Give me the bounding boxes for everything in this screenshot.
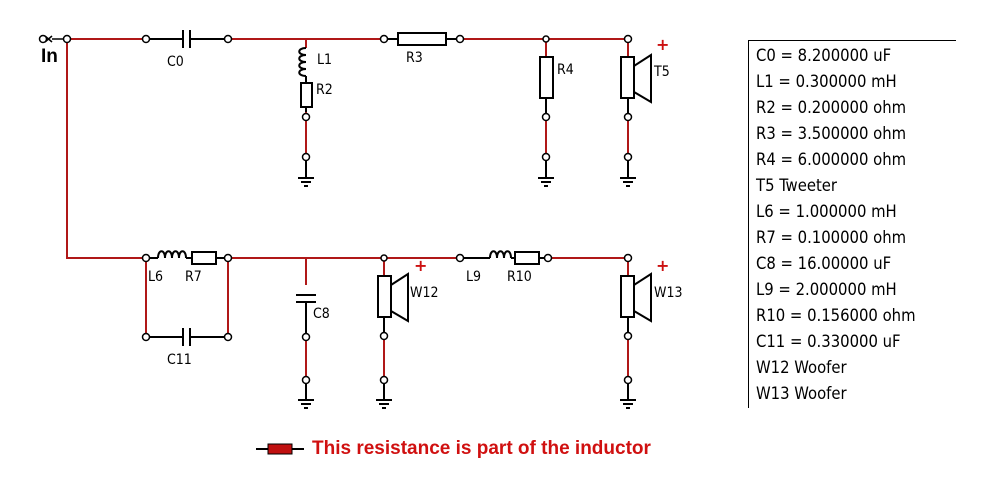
polarity-plus-w12: + <box>414 256 427 275</box>
label-w12: W12 <box>410 285 438 301</box>
label-w13: W13 <box>654 285 682 301</box>
label-l6: L6 <box>148 269 163 285</box>
ground-symbol <box>620 384 636 409</box>
component-value-line: C8 = 16.00000 uF <box>756 254 892 273</box>
inductor-l6: L6 <box>141 250 187 285</box>
label-l9: L9 <box>466 269 481 285</box>
input-terminal: In <box>38 34 72 67</box>
label-t5: T5 <box>653 64 670 80</box>
component-value-line: C11 = 0.330000 uF <box>756 332 901 351</box>
component-value-line: C0 = 8.200000 uF <box>756 46 892 65</box>
capacitor-c0: C0 <box>141 30 233 70</box>
label-l1: L1 <box>317 52 332 68</box>
ground-symbol <box>538 161 554 187</box>
component-value-line: L6 = 1.000000 mH <box>756 202 897 221</box>
resistor-r2: R2 <box>300 76 333 162</box>
label-c8: C8 <box>313 306 330 322</box>
wires <box>66 38 629 380</box>
speaker-w12: + W12 <box>377 254 438 385</box>
ground-symbol <box>376 384 392 409</box>
ground-symbol <box>298 384 314 409</box>
component-value-line: R3 = 3.500000 ohm <box>756 124 907 143</box>
resistor-r3: R3 <box>379 32 465 66</box>
resistor-r4: R4 <box>539 35 574 162</box>
label-r4: R4 <box>557 62 574 78</box>
component-value-line: W12 Woofer <box>756 358 847 377</box>
label-r7: R7 <box>185 269 202 285</box>
label-c11: C11 <box>167 352 192 368</box>
ground-symbol <box>620 161 636 187</box>
inductor-l9: L9 <box>455 250 512 285</box>
resistor-r10: R10 <box>507 251 553 285</box>
label-r10: R10 <box>507 269 532 285</box>
input-label: In <box>41 46 58 67</box>
legend: This resistance is part of the inductor <box>256 434 651 464</box>
polarity-plus-w13: + <box>656 256 669 275</box>
legend-text: This resistance is part of the inductor <box>312 438 651 459</box>
inductor-l1: L1 <box>298 47 332 77</box>
label-r3: R3 <box>406 50 423 66</box>
component-value-line: L9 = 2.000000 mH <box>756 280 897 299</box>
component-value-line: R7 = 0.100000 ohm <box>756 228 907 247</box>
resistor-r7: R7 <box>185 251 233 285</box>
component-value-line: L1 = 0.300000 mH <box>756 72 897 91</box>
component-values-panel: C0 = 8.200000 uF L1 = 0.300000 mH R2 = 0.2… <box>748 40 956 408</box>
speaker-w13: + W13 <box>620 253 682 385</box>
component-value-line: R2 = 0.200000 ohm <box>756 98 907 117</box>
component-value-line: R4 = 6.000000 ohm <box>756 150 907 169</box>
polarity-plus-t5: + <box>656 35 669 54</box>
capacitor-c8: C8 <box>296 294 330 385</box>
legend-resistor-icon <box>256 443 304 455</box>
speaker-t5: + T5 <box>620 34 670 162</box>
label-c0: C0 <box>167 54 184 70</box>
ground-symbol <box>298 161 314 187</box>
label-r2: R2 <box>316 82 333 98</box>
component-value-line: R10 = 0.156000 ohm <box>756 306 916 325</box>
capacitor-c11: C11 <box>141 328 233 368</box>
component-value-line: T5 Tweeter <box>756 176 838 195</box>
component-value-line: W13 Woofer <box>756 384 847 403</box>
